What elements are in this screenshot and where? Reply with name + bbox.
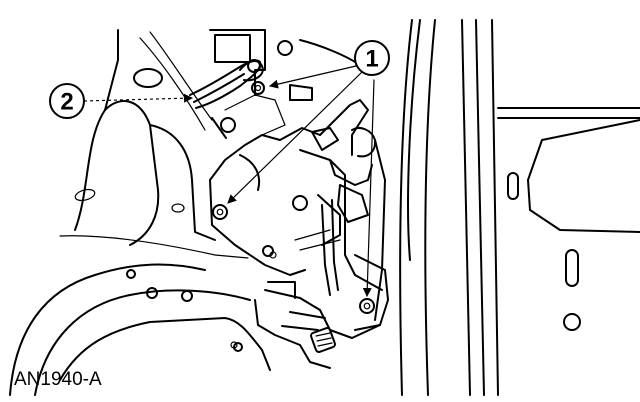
- callout-1: 1: [227, 40, 390, 297]
- body-pillar: [399, 19, 640, 396]
- latch-lower-tab: [310, 327, 336, 353]
- figure-id: AN1940-A: [14, 369, 102, 390]
- latch-screws: [212, 204, 375, 314]
- callout-2-label: 2: [60, 89, 73, 116]
- door-inner-panel: [9, 29, 308, 396]
- rod-clip: [189, 59, 265, 139]
- callout-2: 2: [49, 83, 193, 119]
- latch-assembly: [209, 99, 389, 369]
- callout-1-label: 1: [365, 46, 378, 73]
- latch-upper-bracket: [209, 29, 361, 181]
